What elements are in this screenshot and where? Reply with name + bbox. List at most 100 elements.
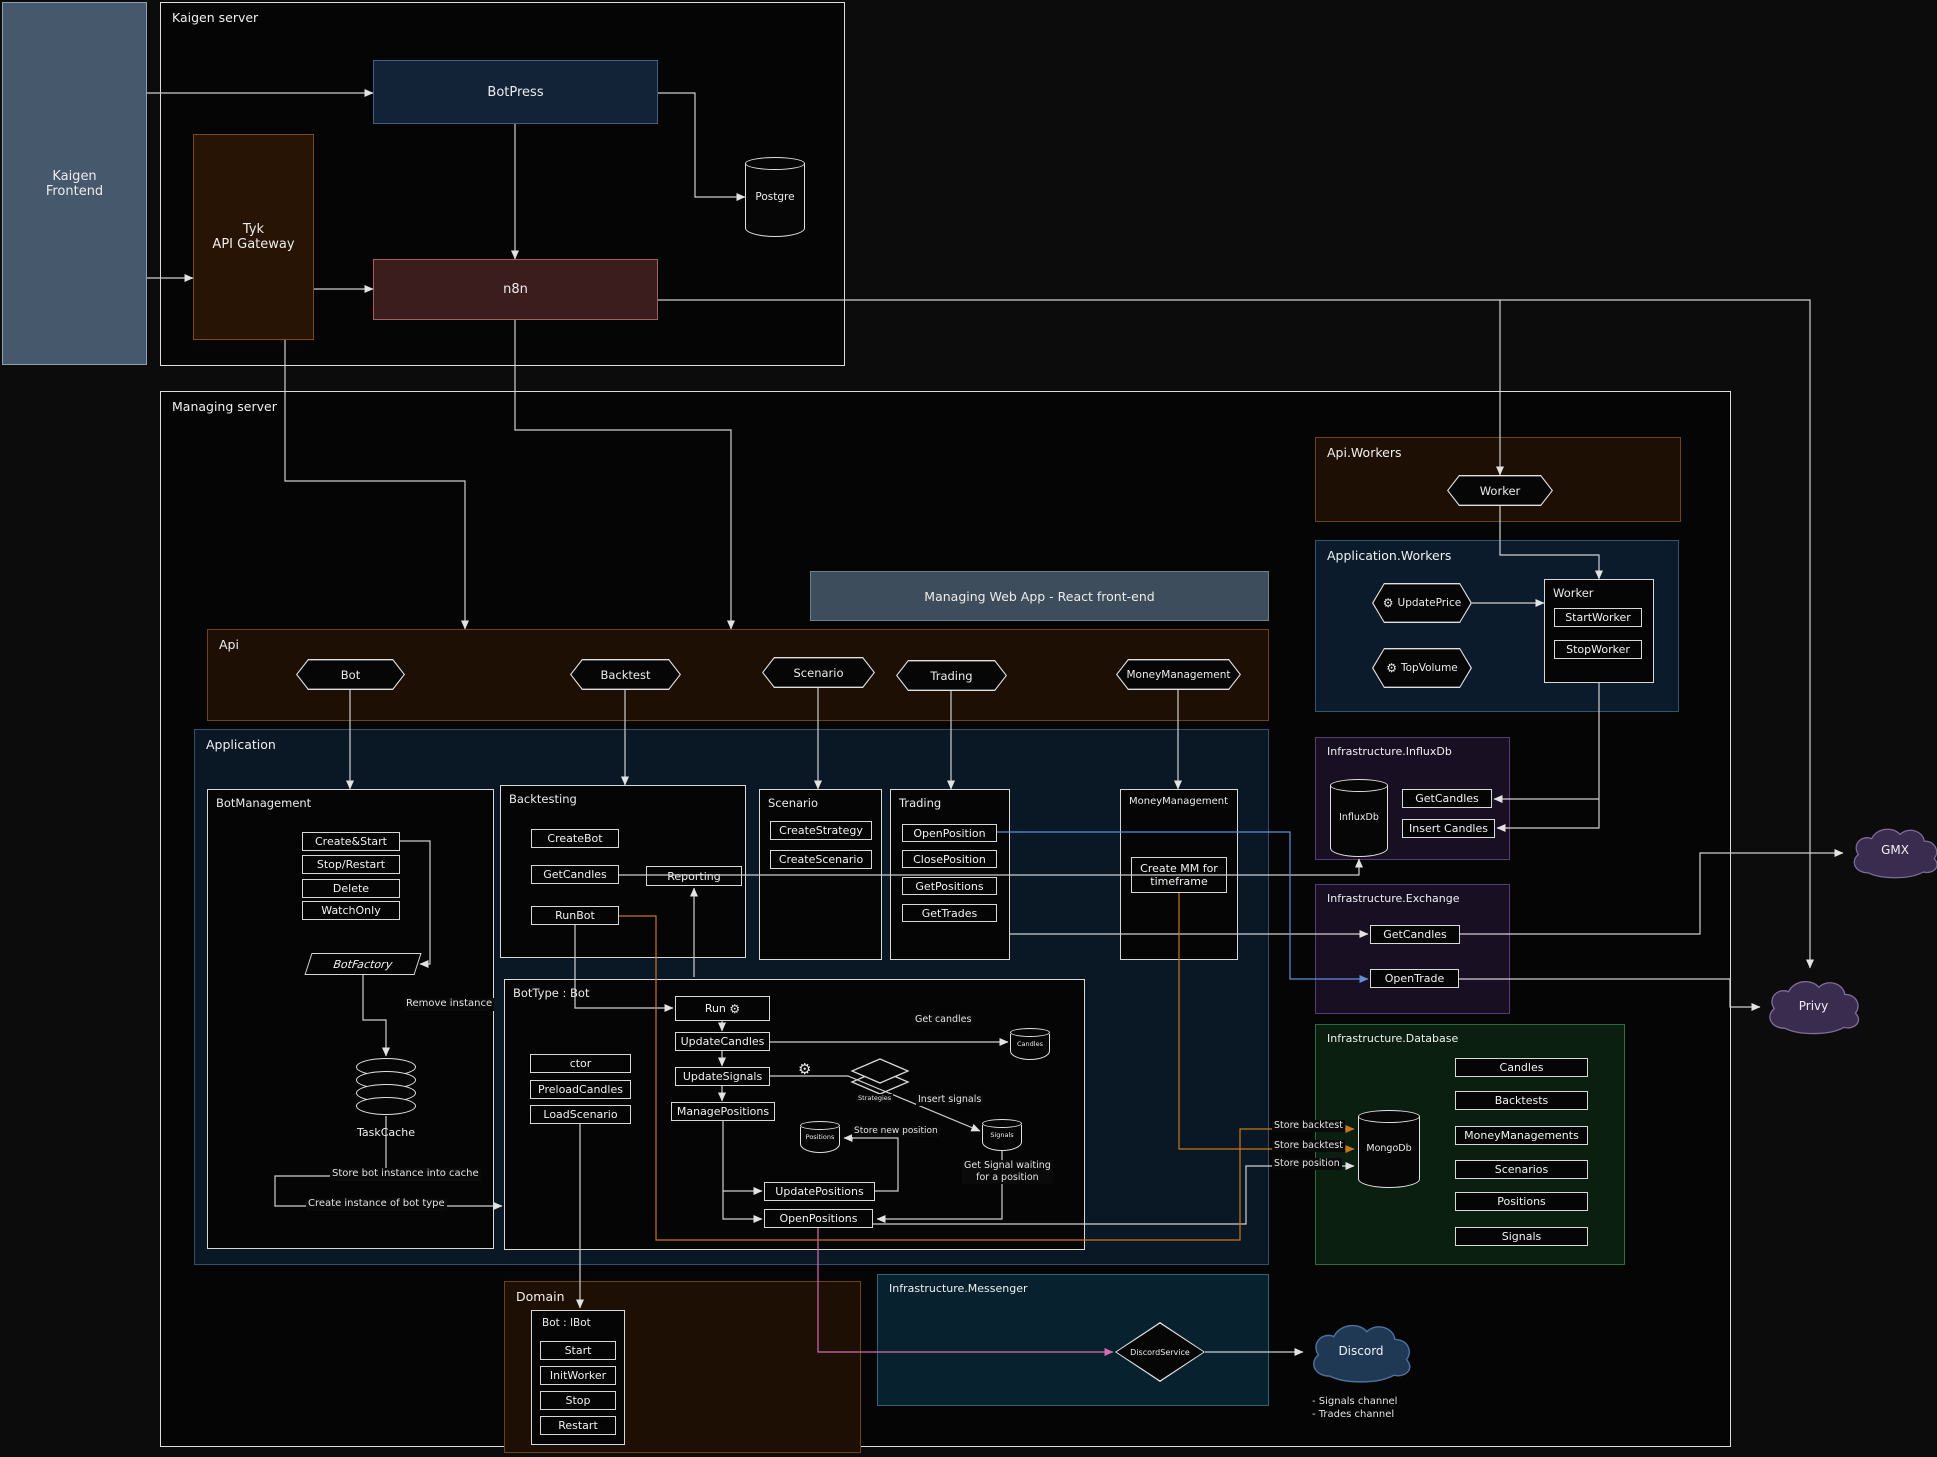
scenario-module: Scenario	[759, 789, 882, 960]
application-workers-title: Application.Workers	[1327, 548, 1452, 563]
collection-signals[interactable]: Signals	[1455, 1227, 1588, 1246]
stop-worker-button[interactable]: StopWorker	[1554, 640, 1642, 659]
worker-box: Worker	[1544, 579, 1654, 683]
manage-positions-button[interactable]: ManagePositions	[671, 1102, 775, 1121]
stop-restart-button[interactable]: Stop/Restart	[302, 855, 400, 874]
collection-candles[interactable]: Candles	[1455, 1058, 1588, 1077]
bot-factory-node[interactable]: BotFactory	[304, 953, 422, 975]
create-scenario-button[interactable]: CreateScenario	[770, 850, 872, 869]
cylinder-top	[1010, 1028, 1050, 1037]
positions-db[interactable]: Positions	[800, 1121, 840, 1153]
delete-button[interactable]: Delete	[302, 879, 400, 898]
worker-box-title: Worker	[1553, 586, 1594, 600]
hex-face: MoneyManagement	[1117, 660, 1239, 688]
watchonly-button[interactable]: WatchOnly	[302, 901, 400, 920]
signals-db[interactable]: Signals	[982, 1119, 1022, 1151]
hex-face: ⚙ UpdatePrice	[1373, 584, 1470, 621]
influx-get-candles-button[interactable]: GetCandles	[1402, 789, 1492, 808]
start-worker-button[interactable]: StartWorker	[1554, 608, 1642, 627]
open-position-button[interactable]: OpenPosition	[902, 824, 997, 842]
postgre-db[interactable]: Postgre	[745, 157, 805, 237]
get-trades-button[interactable]: GetTrades	[902, 904, 997, 922]
worker-hex-label: Worker	[1479, 483, 1521, 498]
tyk-api-gateway-node[interactable]: Tyk API Gateway	[193, 134, 314, 340]
n8n-node[interactable]: n8n	[373, 259, 658, 320]
update-positions-button[interactable]: UpdatePositions	[764, 1182, 875, 1201]
init-worker-button[interactable]: InitWorker	[540, 1366, 616, 1385]
collection-scenarios[interactable]: Scenarios	[1455, 1160, 1588, 1179]
hex-face: Backtest	[571, 660, 679, 688]
managing-server-title: Managing server	[172, 399, 277, 414]
get-candles-button[interactable]: GetCandles	[531, 865, 619, 884]
kaigen-frontend-node[interactable]: Kaigen Frontend	[2, 2, 147, 365]
reporting-button[interactable]: Reporting	[646, 866, 742, 886]
create-start-button[interactable]: Create&Start	[302, 832, 400, 851]
influxdb-db[interactable]: InfluxDb	[1330, 779, 1388, 857]
label-create-instance: Create instance of bot type	[306, 1198, 447, 1211]
discord-cloud[interactable]	[1303, 1312, 1419, 1392]
infrastructure-exchange-container: Infrastructure.Exchange	[1315, 884, 1510, 1014]
start-button[interactable]: Start	[540, 1341, 616, 1360]
kaigen-server-title: Kaigen server	[172, 10, 259, 25]
discord-channels-note: - Signals channel - Trades channel	[1312, 1396, 1398, 1420]
hex-face: ⚙ TopVolume	[1373, 649, 1470, 686]
api-endpoint-trading[interactable]: Trading	[896, 660, 1007, 691]
api-endpoint-scenario[interactable]: Scenario	[762, 657, 875, 688]
task-cache-db[interactable]	[356, 1058, 416, 1115]
api-endpoint-moneymanagement[interactable]: MoneyManagement	[1116, 659, 1241, 690]
gear-icon: ⚙	[798, 1060, 812, 1078]
api-endpoint-backtest[interactable]: Backtest	[570, 659, 681, 690]
candles-db[interactable]: Candles	[1010, 1028, 1050, 1060]
top-volume-label: TopVolume	[1400, 662, 1458, 674]
update-signals-button[interactable]: UpdateSignals	[675, 1067, 770, 1086]
managing-web-app-node[interactable]: Managing Web App - React front-end	[810, 571, 1269, 621]
api-endpoint-bot[interactable]: Bot	[296, 659, 405, 690]
get-positions-button[interactable]: GetPositions	[902, 877, 997, 895]
exchange-open-trade-button[interactable]: OpenTrade	[1370, 969, 1459, 988]
run-button[interactable]: Run ⚙	[675, 996, 770, 1021]
label-strategies: Strategies	[856, 1094, 894, 1103]
label-store-cache: Store bot instance into cache	[330, 1168, 481, 1181]
diamond-face: DiscordService	[1116, 1323, 1204, 1381]
label-remove-instance: Remove instance	[404, 998, 495, 1011]
cylinder-body	[1358, 1116, 1420, 1188]
privy-cloud[interactable]	[1760, 970, 1867, 1042]
run-label: Run	[704, 1002, 726, 1015]
influx-insert-candles-button[interactable]: Insert Candles	[1402, 819, 1495, 838]
scenario-title: Scenario	[768, 796, 818, 810]
preload-candles-button[interactable]: PreloadCandles	[530, 1080, 631, 1099]
mongodb-db[interactable]: MongoDb	[1358, 1110, 1420, 1188]
api-workers-worker-hexagon[interactable]: Worker	[1447, 475, 1553, 506]
update-price-hexagon[interactable]: ⚙ UpdatePrice	[1372, 583, 1472, 623]
create-mm-button[interactable]: Create MM for timeframe	[1131, 857, 1227, 893]
collection-backtests[interactable]: Backtests	[1455, 1091, 1588, 1110]
hex-face: Bot	[297, 660, 403, 688]
top-volume-hexagon[interactable]: ⚙ TopVolume	[1372, 648, 1472, 688]
restart-button[interactable]: Restart	[540, 1416, 616, 1435]
collection-moneymanagements[interactable]: MoneyManagements	[1455, 1126, 1588, 1145]
load-scenario-button[interactable]: LoadScenario	[530, 1105, 631, 1124]
botpress-node[interactable]: BotPress	[373, 60, 658, 124]
gmx-cloud[interactable]	[1845, 815, 1937, 889]
collection-positions[interactable]: Positions	[1455, 1192, 1588, 1211]
create-bot-button[interactable]: CreateBot	[531, 829, 619, 848]
positions-db-label: Positions	[805, 1133, 835, 1142]
update-candles-button[interactable]: UpdateCandles	[675, 1032, 770, 1051]
cylinder-top	[982, 1119, 1022, 1128]
gear-icon: ⚙	[1382, 596, 1394, 610]
open-positions-button[interactable]: OpenPositions	[764, 1209, 873, 1228]
stop-button[interactable]: Stop	[540, 1391, 616, 1410]
ctor-button[interactable]: ctor	[530, 1054, 631, 1073]
bot-management-title: BotManagement	[216, 796, 312, 810]
cylinder-top	[1330, 779, 1388, 792]
infrastructure-influxdb-title: Infrastructure.InfluxDb	[1327, 745, 1452, 758]
create-strategy-button[interactable]: CreateStrategy	[770, 821, 872, 840]
application-title: Application	[206, 737, 276, 752]
exchange-get-candles-button[interactable]: GetCandles	[1370, 925, 1460, 944]
run-bot-button[interactable]: RunBot	[531, 906, 619, 925]
gmx-label: GMX	[1881, 843, 1909, 857]
candles-db-label: Candles	[1017, 1040, 1043, 1049]
close-position-button[interactable]: ClosePosition	[902, 850, 997, 868]
discord-service-node[interactable]: DiscordService	[1115, 1322, 1205, 1382]
